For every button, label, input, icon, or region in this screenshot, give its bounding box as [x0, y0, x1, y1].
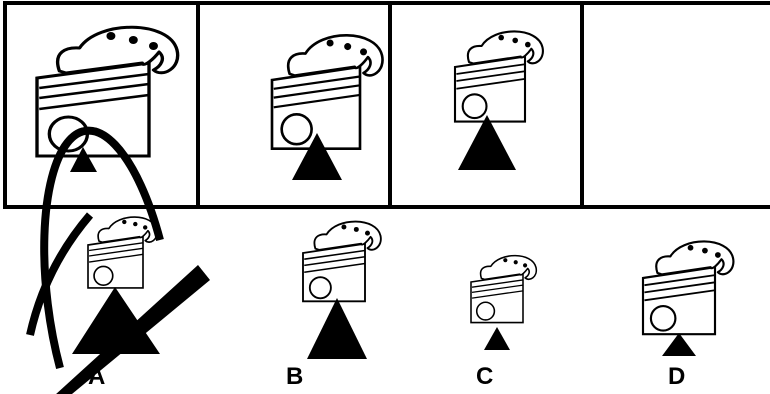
sequence-panel-3: [455, 31, 543, 170]
option-d-label[interactable]: D: [668, 365, 685, 389]
triangle-icon: [307, 298, 367, 359]
option-a-label[interactable]: A: [88, 365, 105, 389]
option-b-label[interactable]: B: [286, 365, 303, 389]
machine-figure-icon: [643, 241, 733, 334]
triangle-icon: [484, 327, 510, 350]
option-a[interactable]: [72, 217, 160, 354]
machine-figure-icon: [455, 31, 543, 121]
triangle-icon: [662, 333, 696, 356]
option-c[interactable]: [471, 256, 536, 350]
machine-figure-icon: [88, 217, 157, 288]
machine-figure-icon: [471, 256, 536, 323]
sequence-row: [5, 3, 770, 207]
triangle-icon: [458, 115, 516, 170]
option-b[interactable]: [303, 222, 381, 359]
sequence-panel-2: [272, 35, 383, 180]
machine-figure-icon: [272, 35, 383, 148]
options-row: [72, 217, 733, 359]
option-d[interactable]: [643, 241, 733, 356]
machine-figure-icon: [303, 222, 381, 302]
option-c-label[interactable]: C: [476, 365, 493, 389]
